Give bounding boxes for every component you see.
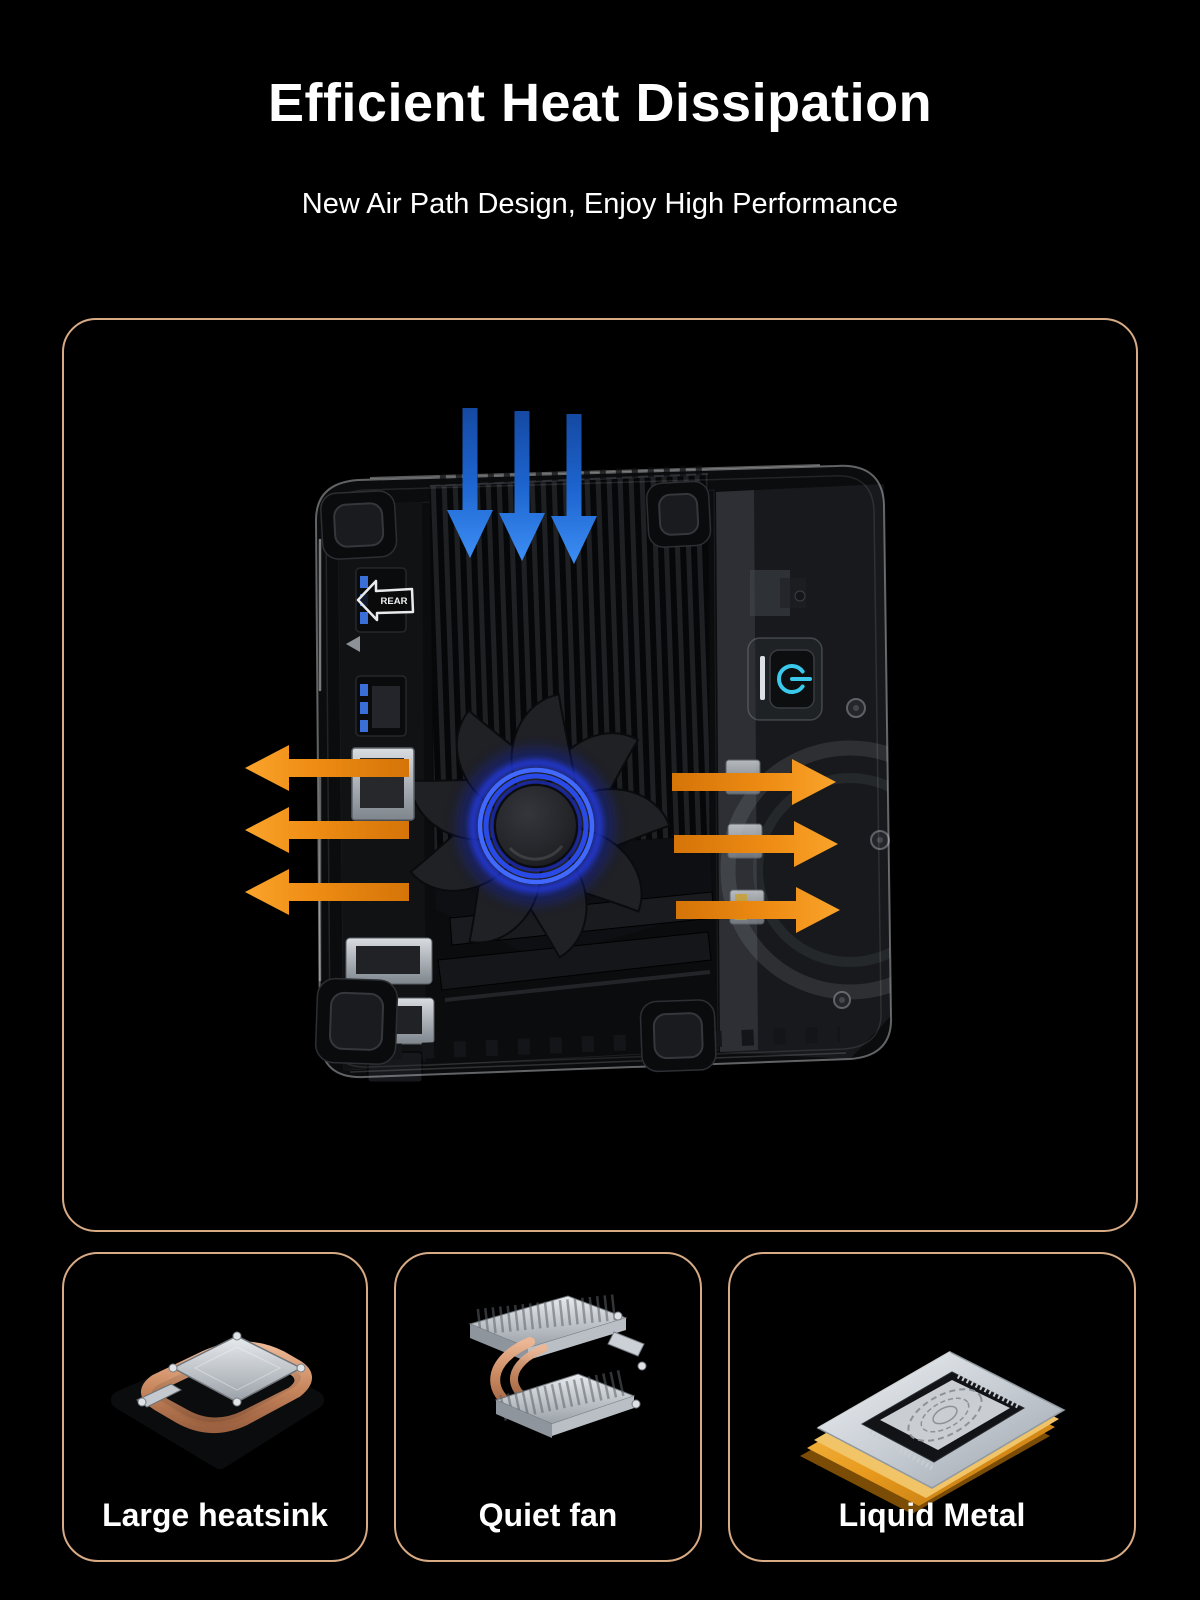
rear-label: REAR — [356, 579, 415, 622]
feature-cards: Large heatsink Quiet fan — [62, 1252, 1136, 1562]
page-title: Efficient Heat Dissipation — [267, 73, 933, 133]
corner-bumpers — [314, 480, 717, 1073]
heatsink-illustration — [111, 1331, 324, 1469]
side-vent-circle — [720, 740, 891, 1000]
liquid-metal-illustration — [800, 1351, 1066, 1514]
feature-card-fan: Quiet fan — [394, 1252, 702, 1562]
fan-glow-ring — [457, 747, 615, 905]
airflow-in-arrows-icon — [447, 408, 597, 564]
feature-card-liquid-metal: Liquid Metal — [728, 1252, 1136, 1562]
fan-heatpipe-illustration — [468, 1294, 647, 1438]
card-label-heatsink: Large heatsink — [102, 1497, 328, 1533]
hero-panel: REAR — [62, 318, 1138, 1232]
page-subtitle: New Air Path Design, Enjoy High Performa… — [301, 188, 899, 220]
card-label-fan: Quiet fan — [478, 1497, 618, 1533]
airflow-out-right-arrows-icon — [672, 759, 840, 933]
card-label-liquid-metal: Liquid Metal — [838, 1497, 1026, 1533]
feature-card-heatsink: Large heatsink — [62, 1252, 368, 1562]
airflow-out-left-arrows-icon — [245, 745, 409, 915]
svg-text:REAR: REAR — [381, 596, 408, 607]
small-arrow-marker — [346, 636, 360, 652]
right-panel — [720, 570, 891, 1009]
fan-icon — [403, 688, 675, 962]
mini-pc-airflow-illustration: REAR — [245, 408, 893, 1083]
power-button-icon — [747, 637, 823, 721]
